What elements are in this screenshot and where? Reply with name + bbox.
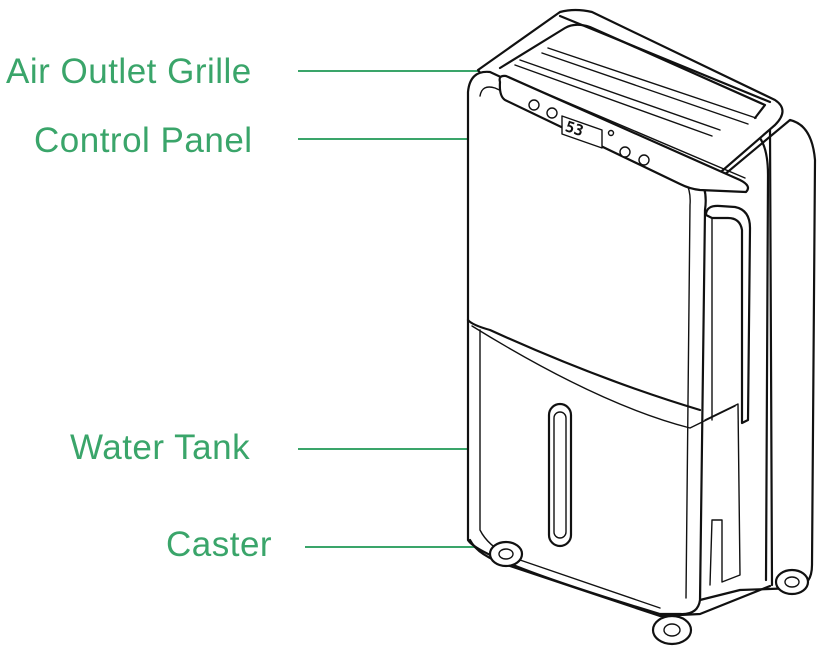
power-button[interactable] [528, 99, 540, 111]
lcd-digits: 53 [563, 117, 586, 140]
side-handle [704, 204, 752, 425]
side-panel-ridge [758, 136, 770, 582]
caster-rear-right [774, 568, 810, 596]
control-panel-top-edge [509, 77, 746, 179]
indicator-light [607, 129, 615, 137]
water-level-window [547, 402, 573, 548]
side-lower-panel [704, 403, 741, 586]
top-cover-handle-slot [558, 14, 772, 104]
fan-speed-button[interactable] [638, 154, 650, 166]
lcd-display [561, 115, 603, 149]
tank-seam [466, 318, 702, 412]
side-panel-rear-edge [768, 128, 774, 587]
top-cover-inner [498, 23, 767, 120]
label-caster: Caster [166, 525, 272, 564]
side-panel [698, 118, 817, 602]
label-water-tank: Water Tank [70, 428, 250, 467]
air-outlet-grille [514, 47, 757, 137]
mode-button[interactable] [546, 107, 558, 119]
caster-front-left [488, 540, 524, 568]
label-air-outlet-grille: Air Outlet Grille [6, 52, 252, 91]
caster-front-right [651, 614, 693, 646]
control-panel [498, 74, 750, 194]
label-control-panel: Control Panel [34, 121, 253, 160]
tank-seam-lower [471, 325, 736, 429]
timer-button[interactable] [619, 146, 631, 158]
dehumidifier-unit: 53 [466, 8, 817, 646]
water-level-window-inner [553, 411, 567, 539]
